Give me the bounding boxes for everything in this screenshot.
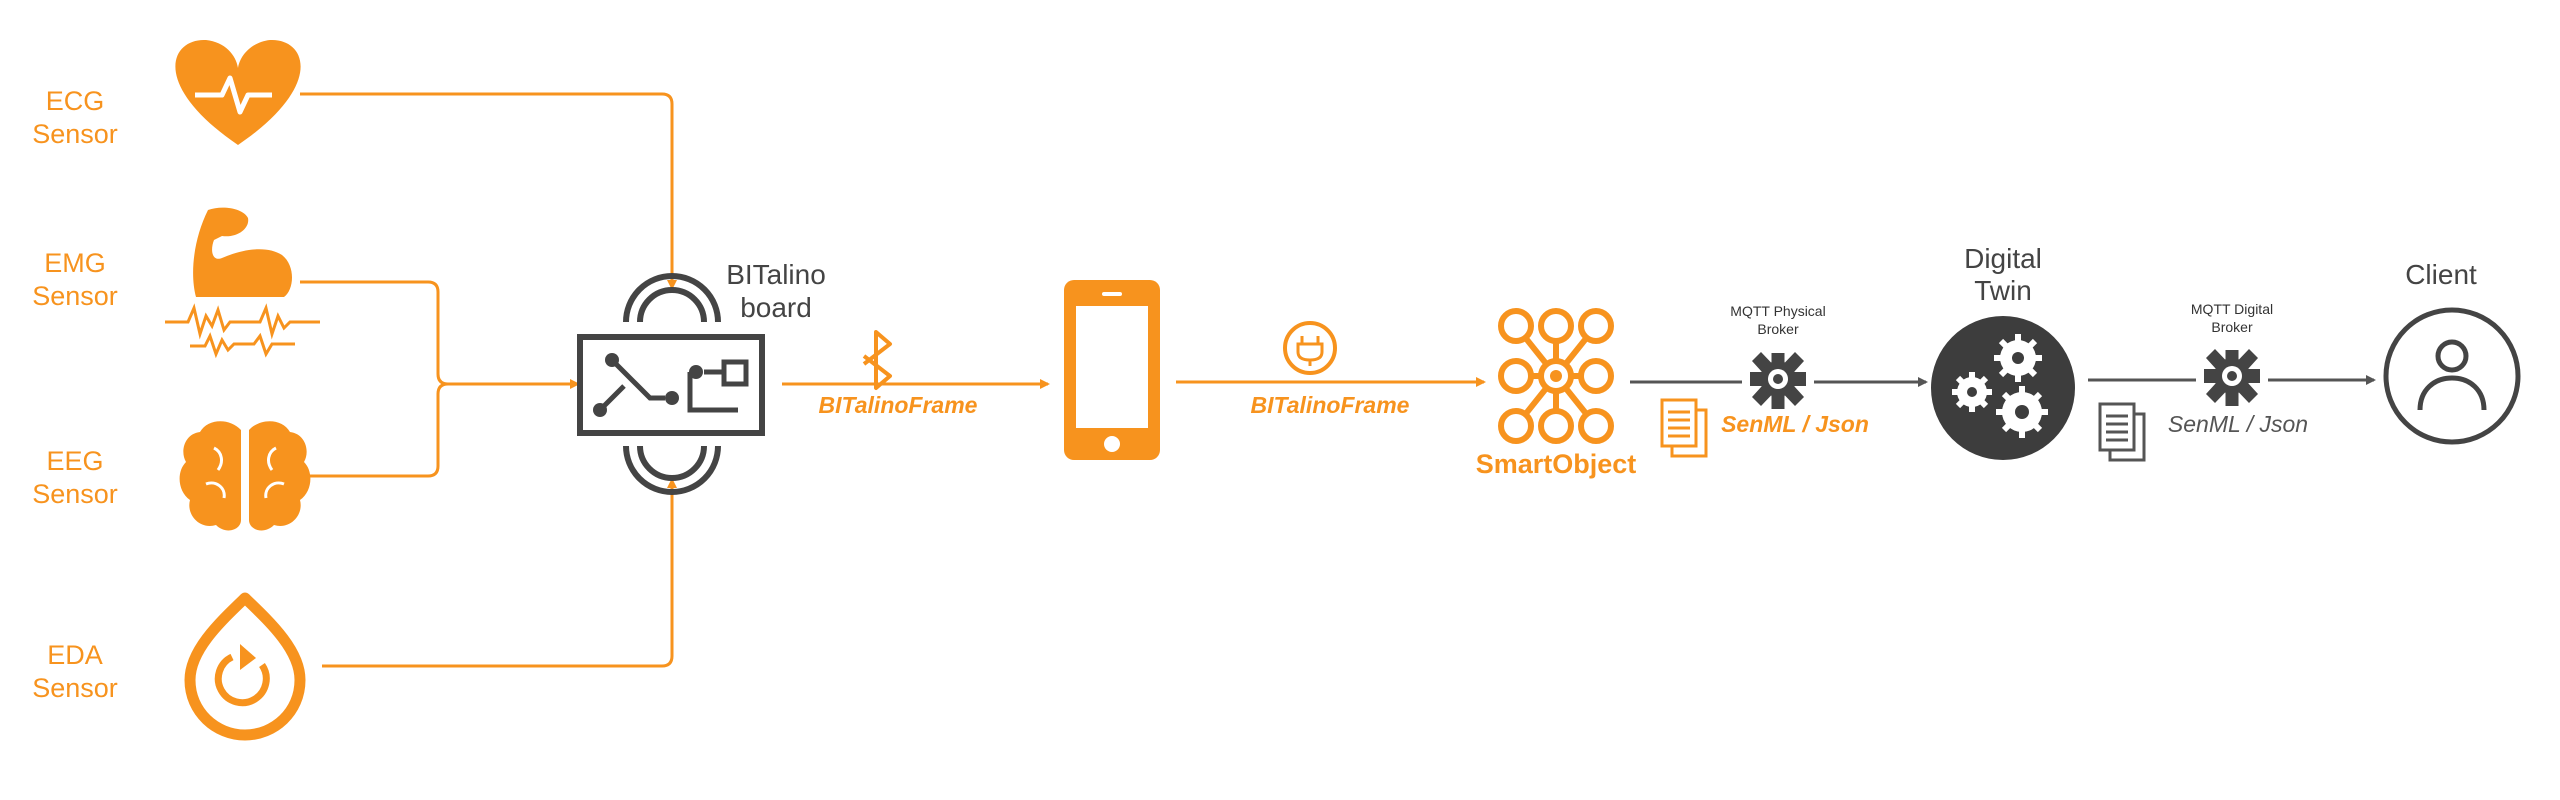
digital-format-label: SenML / Json [2168,411,2308,437]
physical-broker-line2: Broker [1757,321,1799,337]
eeg-label-line2: Sensor [32,479,118,509]
muscle-icon [165,207,320,359]
gear-icon [1750,352,1806,409]
plug-icon [1283,321,1337,375]
eda-label-line1: EDA [47,640,103,670]
eeg-label-line1: EEG [46,446,103,476]
digital-broker-line2: Broker [2211,319,2253,335]
power-frame-label: BITalinoFrame [1251,392,1410,418]
circuit-board-icon [577,273,765,495]
board-label-line1: BITalino [726,259,826,290]
smart-object-label: SmartObject [1476,449,1637,479]
emg-label-line2: Sensor [32,281,118,311]
gears-icon [1931,316,2075,460]
digital-broker-line1: MQTT Digital [2191,301,2273,317]
eeg-connector [300,382,449,478]
bluetooth-frame-label: BITalinoFrame [819,392,978,418]
bluetooth-icon [862,330,892,390]
client-label: Client [2405,259,2477,290]
physical-broker-line1: MQTT Physical [1730,303,1825,319]
network-icon [1498,308,1614,444]
eda-connector [322,478,677,668]
heart-icon [175,39,301,146]
physical-format-label: SenML / Json [1721,411,1869,437]
ecg-connector [300,92,677,290]
gear-icon [2204,349,2260,406]
emg-connector [300,280,580,389]
document-icon [1660,398,1708,458]
emg-label-line1: EMG [44,248,106,278]
ecg-label-line1: ECG [46,86,105,116]
brain-icon [179,421,311,531]
digital-twin-line2: Twin [1974,275,2032,306]
ecg-label-line2: Sensor [32,119,118,149]
droplet-icon [184,592,306,741]
user-icon [2383,307,2521,445]
smartphone-icon [1064,280,1160,460]
eda-label-line2: Sensor [32,673,118,703]
board-label-line2: board [740,292,812,323]
digital-twin-line1: Digital [1964,243,2042,274]
document-icon [2098,402,2146,462]
